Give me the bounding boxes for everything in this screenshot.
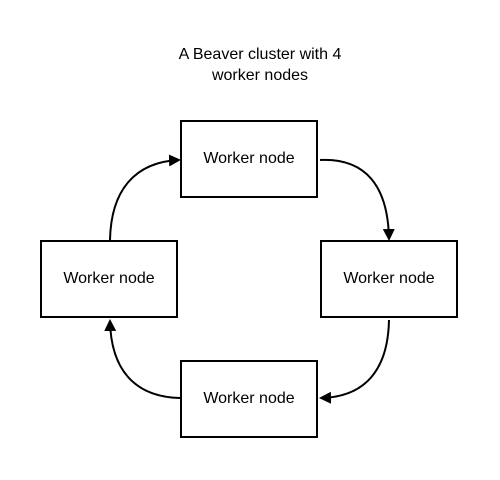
edge-right-to-bottom — [319, 319, 390, 404]
edge-left-to-top — [109, 154, 181, 241]
worker-node-bottom: Worker node — [180, 360, 318, 438]
diagram-title-line-1: A Beaver cluster with 4 — [178, 46, 342, 63]
worker-node-left: Worker node — [40, 240, 178, 318]
worker-node-top-label: Worker node — [203, 150, 295, 167]
diagram-title: A Beaver cluster with 4 worker nodes — [110, 44, 410, 86]
worker-node-right: Worker node — [320, 240, 458, 318]
worker-node-top: Worker node — [180, 120, 318, 198]
diagram-title-line-2: worker nodes — [211, 67, 309, 84]
worker-node-left-label: Worker node — [63, 270, 155, 287]
worker-node-right-label: Worker node — [343, 270, 435, 287]
edge-top-to-right — [319, 158, 395, 241]
worker-node-bottom-label: Worker node — [203, 390, 295, 407]
edge-bottom-to-left — [104, 319, 181, 399]
